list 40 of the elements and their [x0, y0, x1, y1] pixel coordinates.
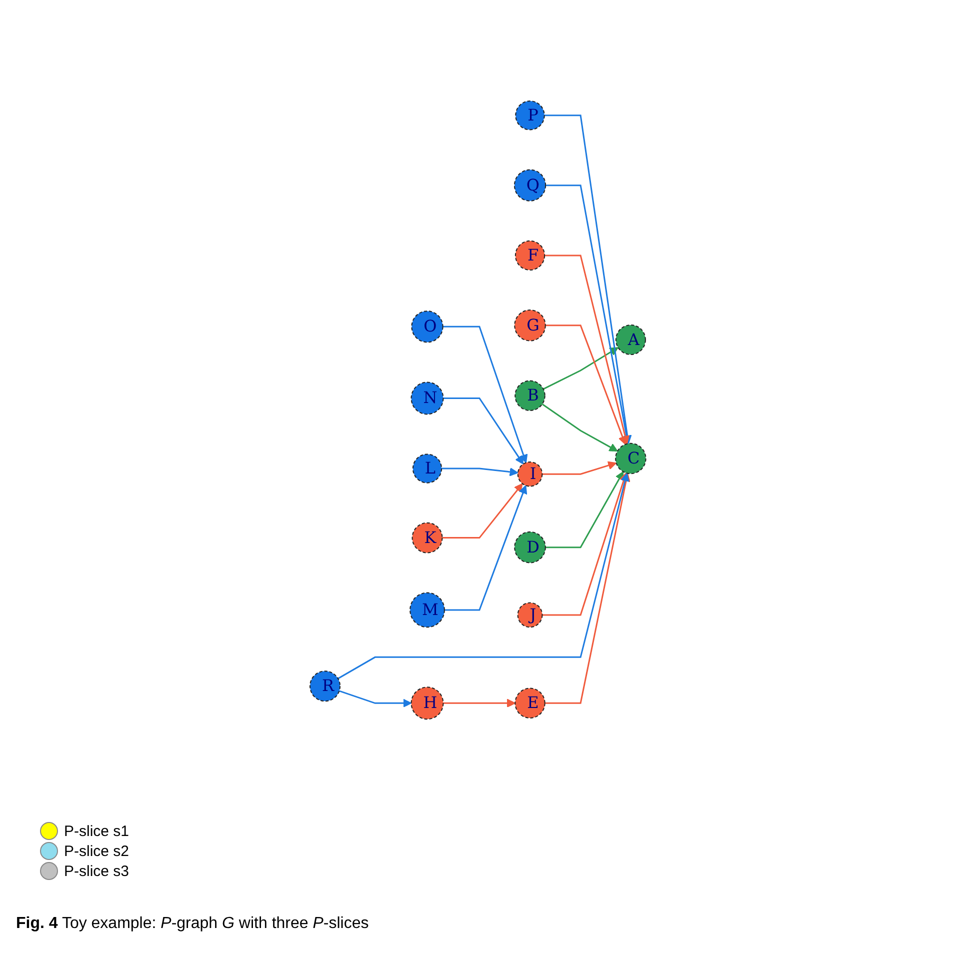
arrow: [444, 485, 527, 611]
node-circle: D: [514, 531, 546, 564]
node-circle: G: [514, 309, 546, 342]
node-circle: H: [410, 686, 444, 720]
node-circle: J: [516, 602, 542, 628]
arrow: [544, 254, 630, 444]
legend-label: P-slice s2: [64, 842, 130, 860]
arrow: [544, 324, 626, 445]
node-circle: E: [514, 688, 545, 718]
node-circle: M: [409, 592, 445, 628]
node-circle: K: [411, 522, 442, 554]
arrow: [541, 403, 618, 452]
arrow: [542, 472, 628, 616]
legend-label: P-slice s1: [64, 822, 130, 840]
node-circle: C: [614, 442, 646, 474]
arrow: [544, 114, 632, 444]
node-circle: Q: [514, 169, 546, 202]
arrow: [337, 472, 629, 680]
node-circle: P: [514, 100, 544, 130]
arrow: [542, 461, 616, 475]
arrow: [442, 397, 524, 464]
legend-label: P-slice s3: [64, 862, 130, 880]
node-circle: A: [615, 324, 646, 355]
node-circle: F: [514, 240, 545, 270]
node-circle: I: [516, 461, 542, 487]
arrow: [338, 690, 412, 708]
arrow: [442, 483, 522, 538]
arrow: [544, 472, 630, 704]
arrow: [441, 467, 518, 476]
node-circle: N: [410, 382, 444, 415]
node-circle: L: [412, 454, 442, 484]
arrow: [542, 347, 618, 390]
node-circle: R: [309, 670, 340, 702]
arrow: [545, 471, 624, 548]
node-circle: B: [514, 380, 545, 411]
figure-caption: Fig. 4 Toy example: P-graph G with three P-slices: [16, 915, 369, 933]
arrow: [442, 698, 516, 708]
arrow: [442, 326, 528, 463]
node-circle: O: [410, 310, 443, 343]
arrow: [545, 184, 630, 444]
